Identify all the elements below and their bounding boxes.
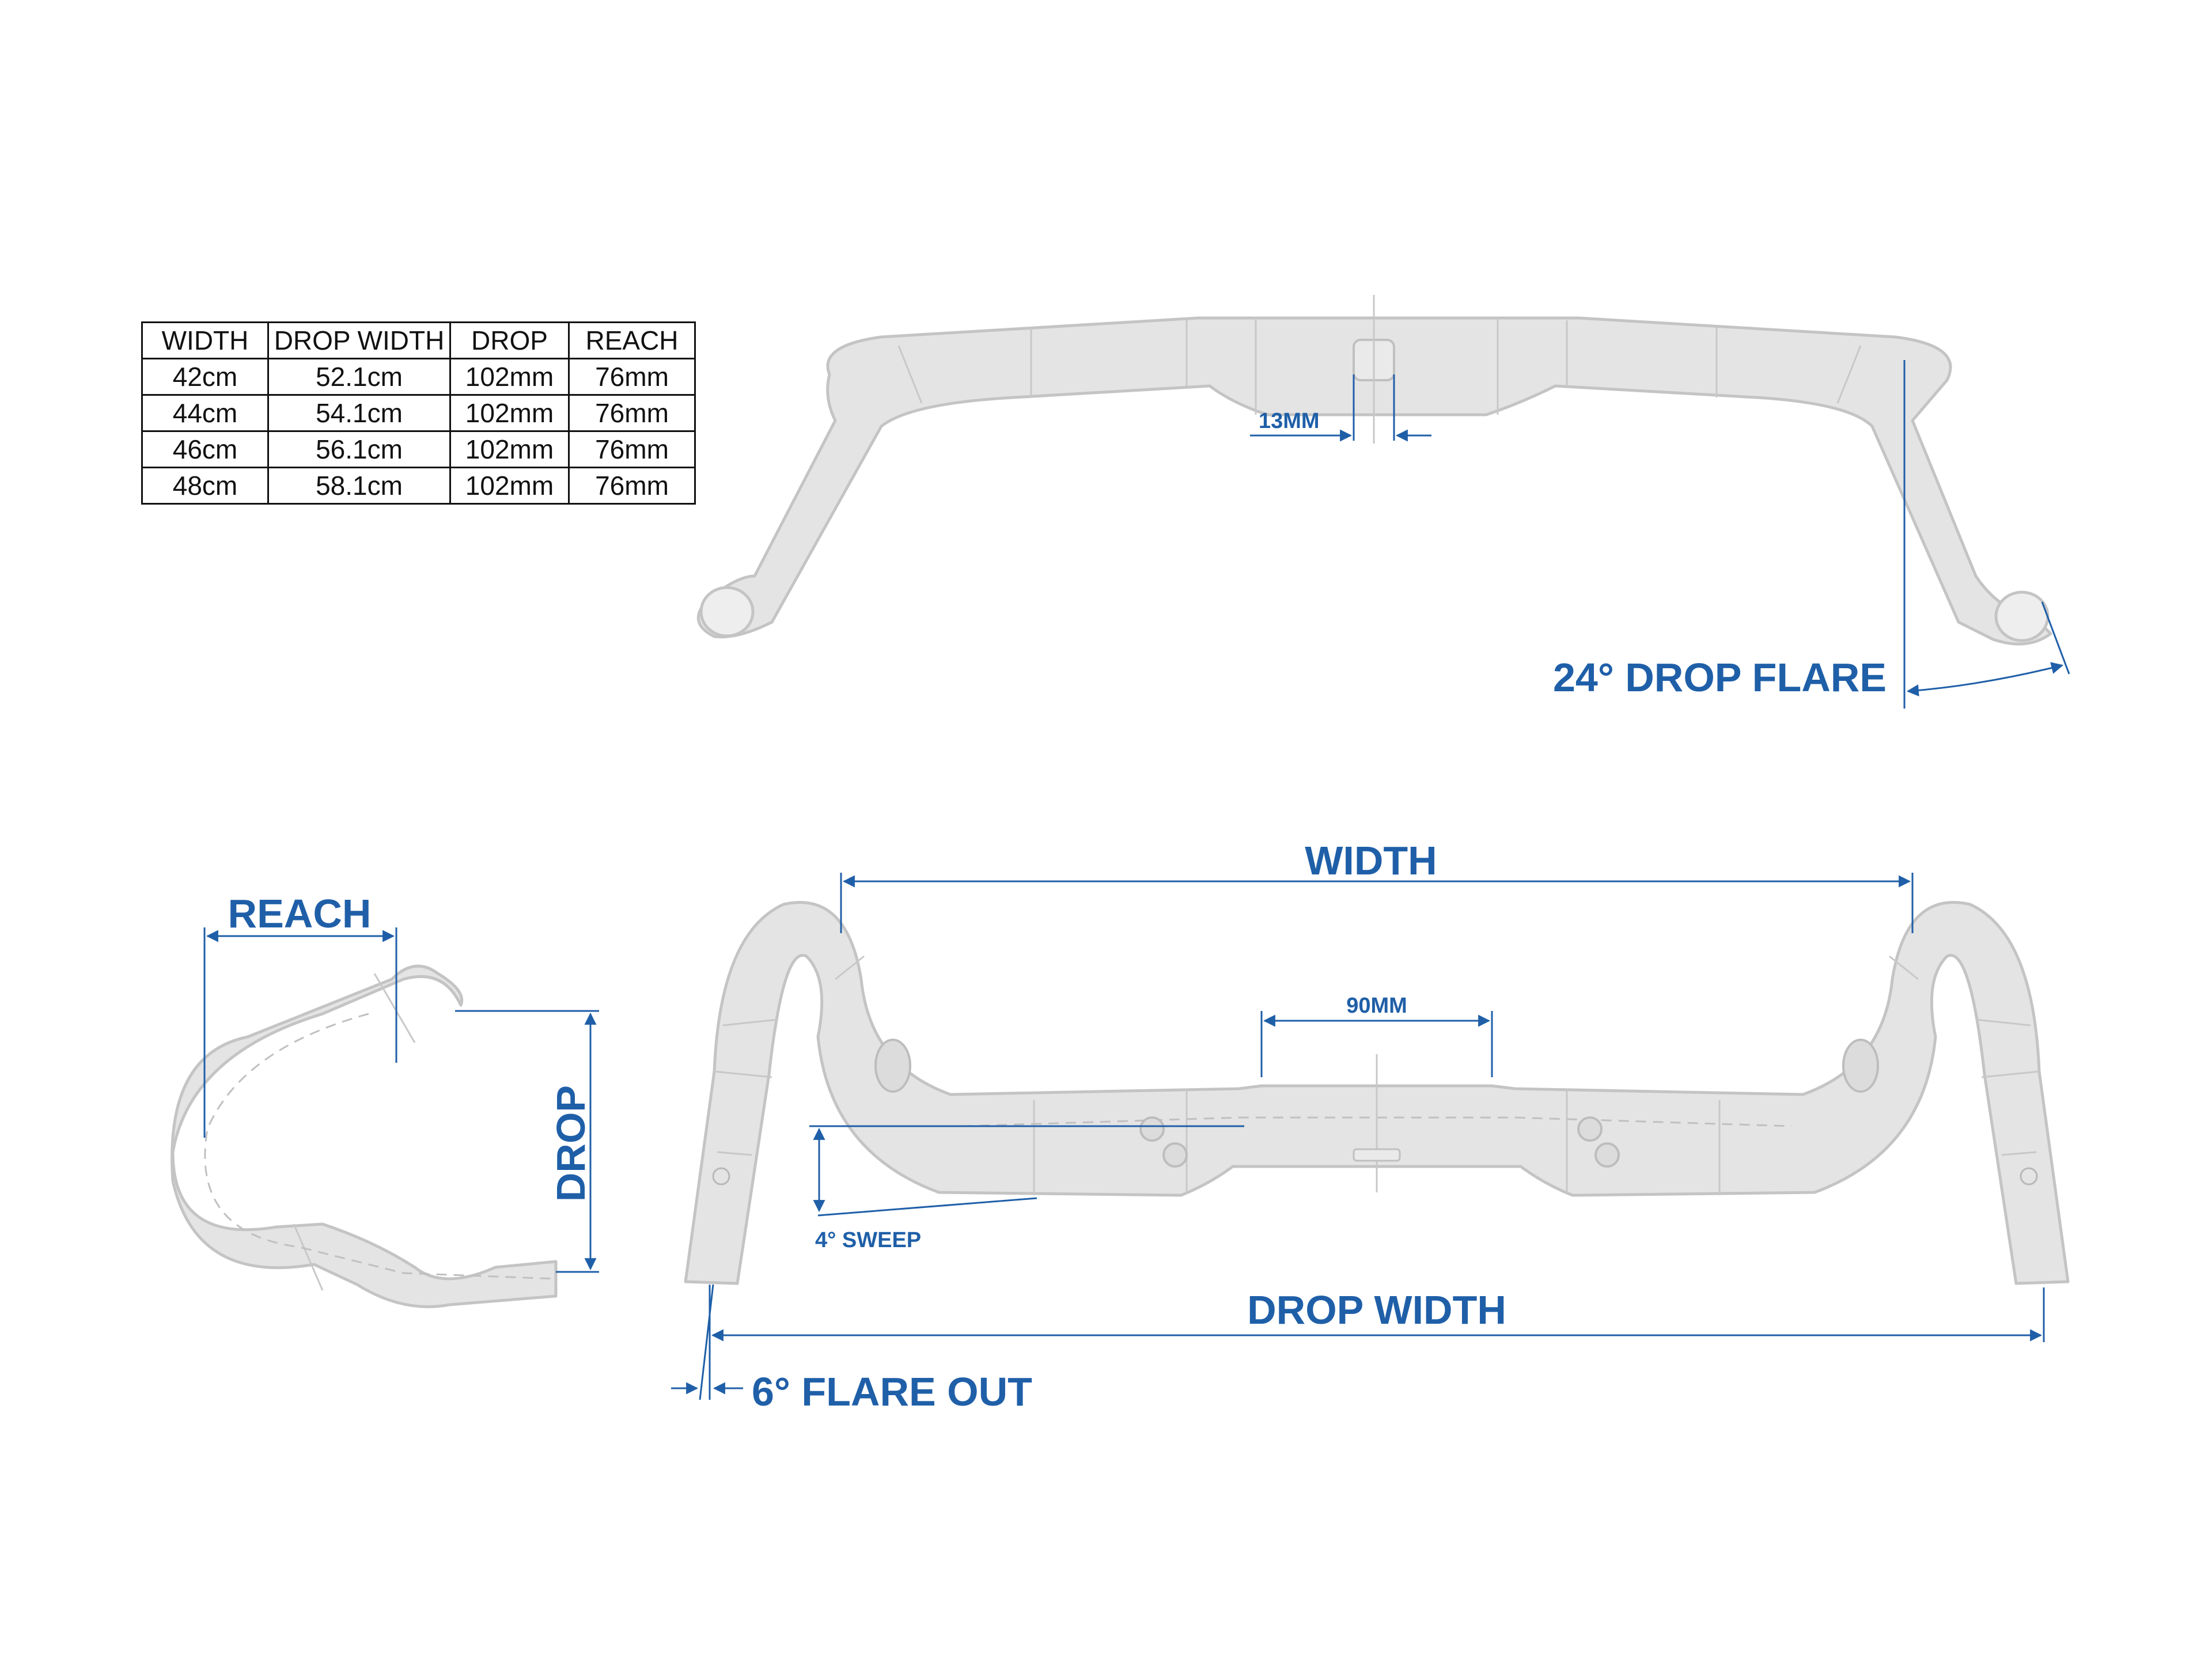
table-row: 46cm 56.1cm 102mm 76mm [141, 430, 696, 468]
left-bolt-hole [1139, 1116, 1165, 1142]
cell-drop: 102mm [449, 358, 570, 396]
label-drop: DROP [548, 1085, 593, 1202]
table-row: 42cm 52.1cm 102mm 76mm [141, 358, 696, 396]
cell-width: 48cm [141, 467, 269, 505]
label-drop-width: DROP WIDTH [1247, 1287, 1506, 1332]
side-profile-handlebar [171, 964, 558, 1308]
side-bar-body [171, 964, 558, 1308]
top-left-bar-end [699, 586, 755, 638]
label-reach: REACH [228, 891, 372, 936]
label-flare-out: 6° FLARE OUT [752, 1369, 1032, 1414]
right-bolt-hole [1577, 1116, 1603, 1142]
cell-reach: 76mm [568, 430, 696, 468]
cell-drop-width: 54.1cm [267, 394, 451, 432]
top-view-handlebar [696, 295, 2052, 646]
header-drop: DROP [449, 321, 570, 359]
right-bolt-hole [1594, 1142, 1620, 1168]
cell-drop-width: 56.1cm [267, 430, 451, 468]
right-end-port [2020, 1167, 2038, 1185]
sweep-dimension: 4° SWEEP [809, 1125, 1244, 1252]
center-width-dimension: 90MM [1260, 994, 1493, 1077]
spec-table-head: WIDTH DROP WIDTH DROP REACH [141, 321, 696, 359]
header-width: WIDTH [141, 321, 269, 359]
reach-dimension: REACH [203, 891, 397, 1138]
cell-drop-width: 58.1cm [267, 467, 451, 505]
cell-drop: 102mm [449, 394, 570, 432]
label-90mm: 90MM [1346, 994, 1407, 1018]
label-width: WIDTH [1305, 838, 1437, 883]
left-bolt-hole [1162, 1142, 1188, 1168]
header-drop-width: DROP WIDTH [267, 321, 451, 359]
front-cable-port [1353, 1148, 1401, 1162]
table-row: 44cm 54.1cm 102mm 76mm [141, 394, 696, 432]
cell-drop-width: 52.1cm [267, 358, 451, 396]
drop-width-dimension: DROP WIDTH [709, 1287, 2045, 1342]
spec-table: WIDTH DROP WIDTH DROP REACH 42cm 52.1cm … [141, 321, 696, 505]
spec-table-header-row: WIDTH DROP WIDTH DROP REACH [141, 321, 696, 359]
top-right-bar-end [1994, 590, 2050, 642]
left-end-port [712, 1167, 730, 1185]
right-cable-port [1842, 1039, 1879, 1093]
top-bar-segment-lines [897, 318, 1862, 415]
front-bar-segment-lines [714, 955, 2040, 1195]
cell-reach: 76mm [568, 394, 696, 432]
left-cable-port [874, 1039, 911, 1093]
spec-table-body: 42cm 52.1cm 102mm 76mm 44cm 54.1cm 102mm… [141, 358, 696, 505]
cell-width: 46cm [141, 430, 269, 468]
table-row: 48cm 58.1cm 102mm 76mm [141, 467, 696, 505]
cell-width: 44cm [141, 394, 269, 432]
cell-drop: 102mm [449, 430, 570, 468]
label-13mm: 13MM [1259, 409, 1320, 433]
cell-width: 42cm [141, 358, 269, 396]
cell-reach: 76mm [568, 467, 696, 505]
side-bar-centerline [204, 1013, 556, 1280]
flare-out-dimension: 6° FLARE OUT [671, 1284, 1032, 1414]
label-drop-flare: 24° DROP FLARE [1553, 655, 1887, 700]
label-sweep: 4° SWEEP [815, 1228, 921, 1252]
front-view-handlebar [684, 901, 2070, 1285]
cell-drop: 102mm [449, 467, 570, 505]
width-dimension: WIDTH [840, 838, 1914, 933]
cell-reach: 76mm [568, 358, 696, 396]
side-bar-segment-lines [293, 973, 416, 1291]
clamp-offset-dimension: 13MM [1250, 374, 1431, 442]
drop-flare-dimension: 24° DROP FLARE [1553, 360, 2070, 709]
drop-dimension: DROP [455, 1010, 599, 1273]
header-reach: REACH [568, 321, 696, 359]
